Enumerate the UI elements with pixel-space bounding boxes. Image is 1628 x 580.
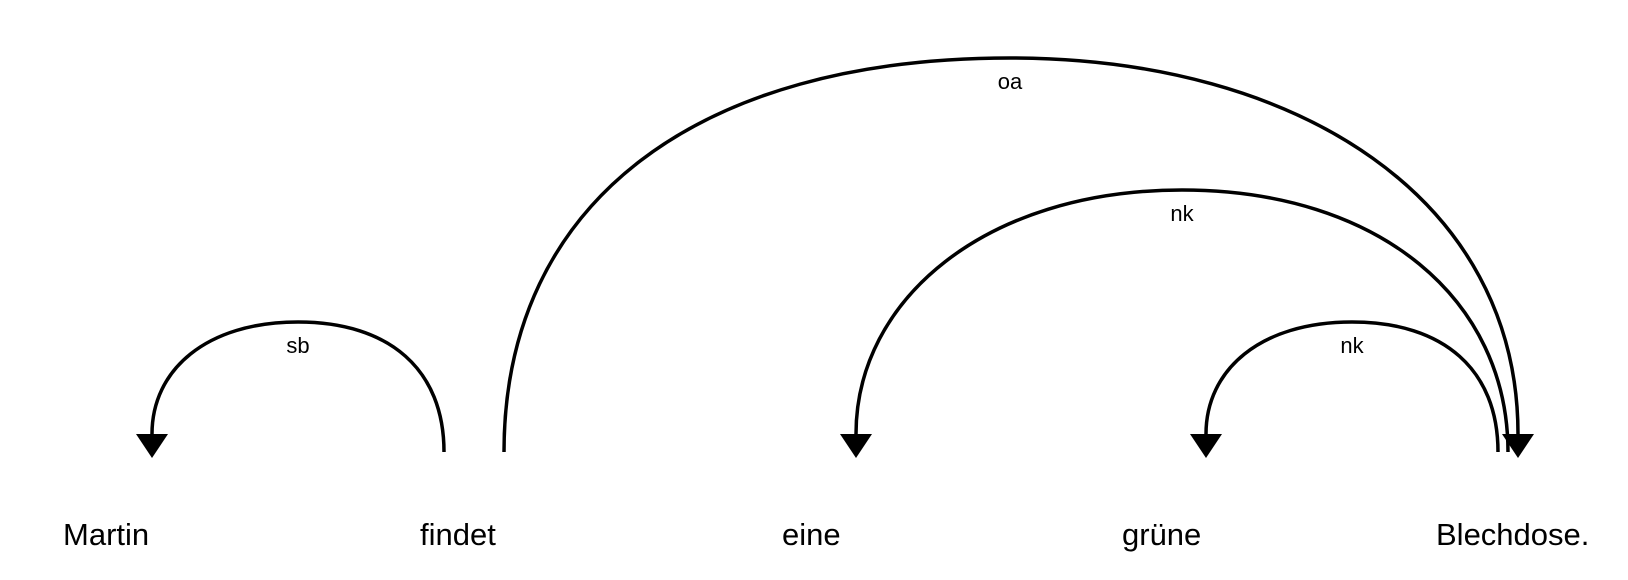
sentence-words: Martin findet eine grüne Blechdose. — [63, 517, 1589, 552]
arc-curve — [854, 188, 1510, 453]
arrowhead-icon — [1190, 434, 1222, 458]
word-gruene: grüne — [1122, 517, 1201, 552]
arc-label-oa: oa — [998, 69, 1023, 94]
arrowhead-icon — [1502, 434, 1534, 458]
arc-label-nk-gruene: nk — [1340, 333, 1364, 358]
arc-curve — [502, 56, 1520, 453]
dependency-arc-nk-eine: nk — [840, 188, 1510, 458]
word-martin: Martin — [63, 517, 149, 552]
word-blechdose: Blechdose. — [1436, 517, 1589, 552]
dependency-arc-oa: oa — [502, 56, 1534, 458]
word-eine: eine — [782, 517, 841, 552]
arrowhead-icon — [840, 434, 872, 458]
arc-curve — [1204, 320, 1500, 453]
dependency-arc-sb: sb — [136, 320, 446, 458]
arc-curve — [150, 320, 446, 453]
arrowhead-icon — [136, 434, 168, 458]
arc-label-nk-eine: nk — [1170, 201, 1194, 226]
word-findet: findet — [420, 517, 496, 552]
arc-label-sb: sb — [286, 333, 309, 358]
dependency-arc-nk-gruene: nk — [1190, 320, 1500, 458]
